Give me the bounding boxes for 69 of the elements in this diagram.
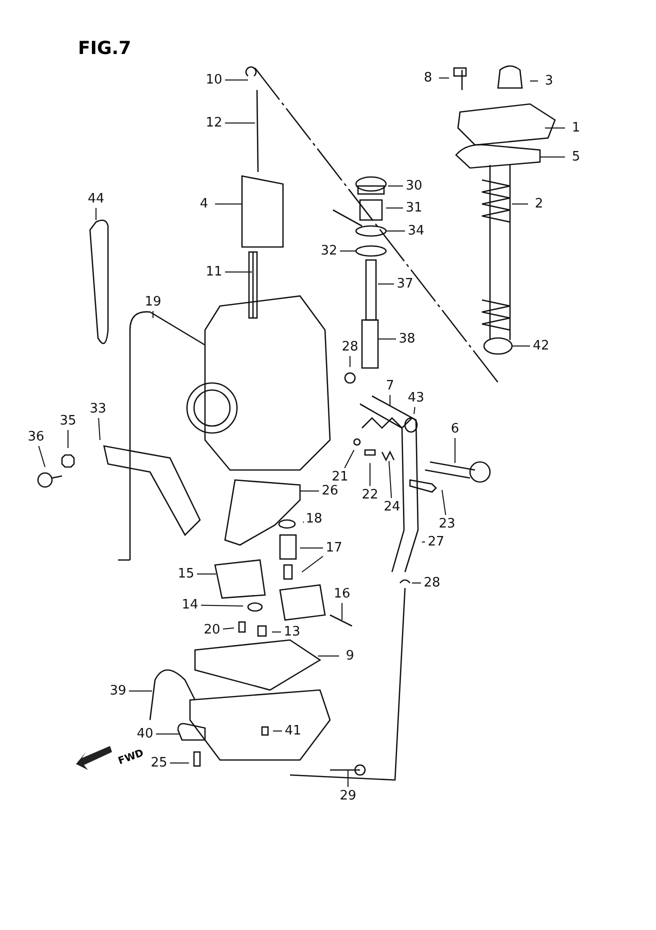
callout-number: 38 [398, 332, 416, 346]
callout-number: 41 [284, 724, 302, 738]
leader-line [38, 446, 46, 468]
callout-number: 9 [346, 648, 354, 664]
leader-line [454, 438, 456, 464]
callout-number: 39 [110, 684, 126, 698]
callout-number: 13 [284, 624, 300, 640]
callout-number: 16 [334, 586, 350, 602]
callout-number: 17 [326, 540, 342, 556]
leader-line [170, 762, 190, 764]
callout-number: 34 [408, 224, 424, 238]
leader-line [388, 460, 392, 498]
leader-line [272, 730, 282, 732]
callout-number: 5 [572, 150, 580, 164]
callout-number: 4 [200, 196, 208, 212]
leader-line [530, 80, 538, 82]
callout-number: 2 [534, 196, 544, 212]
callout-number: 20 [204, 622, 220, 638]
callout-number: 30 [406, 178, 422, 194]
callout-number: 36 [28, 430, 44, 444]
callout-number: 35 [60, 414, 76, 428]
callout-number: 1 [572, 120, 580, 136]
callout-number: 11 [206, 264, 222, 280]
callout-number: 31 [406, 200, 422, 216]
callout-number: 14 [182, 598, 198, 612]
leader-line [378, 338, 396, 340]
leader-line [414, 406, 416, 414]
direction-label: FWD [116, 748, 146, 768]
leader-line [224, 122, 256, 124]
leader-line [98, 418, 100, 440]
figure-title: FIG.7 [78, 38, 132, 59]
leader-line [152, 310, 154, 318]
callout-number: 7 [386, 378, 394, 394]
callout-number: 42 [532, 338, 550, 354]
callout-number: 18 [306, 512, 322, 526]
callout-number: 29 [340, 788, 356, 804]
leader-line [412, 582, 422, 584]
leader-line [300, 490, 320, 492]
callout-number: 3 [544, 74, 554, 88]
callout-number: 6 [450, 422, 460, 436]
callout-number: 10 [206, 72, 222, 88]
callout-number: 24 [384, 500, 400, 514]
callout-number: 43 [408, 390, 424, 406]
leader-line [386, 230, 406, 232]
leader-line [340, 250, 356, 252]
callout-number: 12 [206, 116, 222, 130]
callout-number: 22 [362, 488, 378, 502]
leader-line [344, 450, 354, 468]
leader-line [540, 156, 566, 158]
callout-number: 19 [144, 294, 162, 310]
callout-number: 40 [136, 726, 154, 742]
callout-number: 28 [424, 576, 440, 590]
callout-number: 44 [88, 192, 104, 206]
callout-number: 25 [150, 756, 168, 770]
leader-line [442, 490, 446, 516]
callout-number: 37 [396, 276, 414, 292]
leader-line [128, 690, 152, 692]
callout-number: 28 [342, 340, 358, 354]
callout-number: 23 [438, 516, 456, 532]
callout-number: 27 [428, 534, 444, 550]
callout-number: 8 [424, 70, 432, 86]
callout-number: 21 [332, 470, 348, 484]
callout-number: 15 [178, 566, 194, 582]
callout-number: 26 [322, 484, 338, 498]
leader-line [302, 556, 324, 572]
callout-number: 32 [320, 244, 338, 258]
leader-line [200, 604, 244, 606]
leader-line [222, 628, 234, 630]
callout-number: 33 [90, 402, 106, 416]
